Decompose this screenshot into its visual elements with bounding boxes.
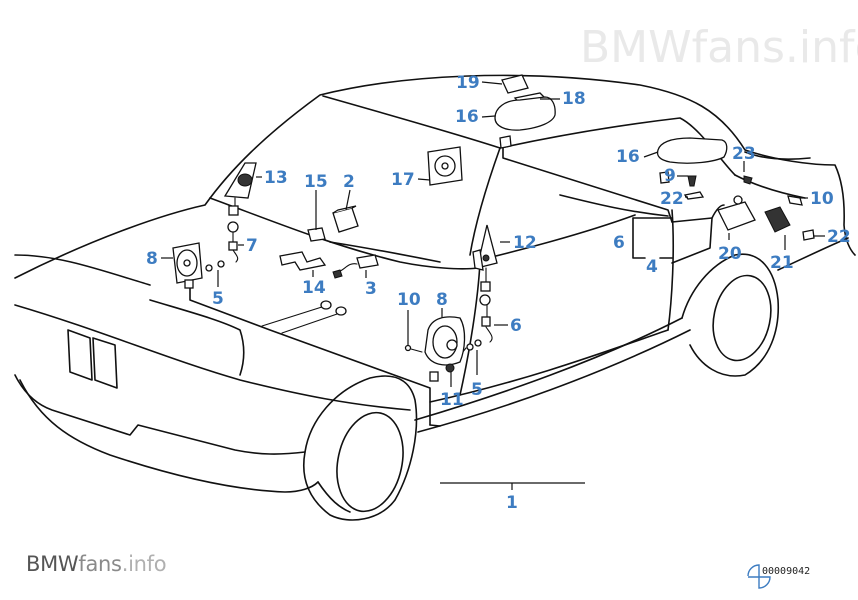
- callout-1[interactable]: 1: [506, 493, 518, 513]
- callout-18[interactable]: 18: [562, 89, 586, 109]
- callout-5[interactable]: 5: [212, 289, 224, 309]
- callout-labels: 19 18 16 16 13 15 2 17 8 7 14 3 5 23 9 2…: [146, 73, 851, 513]
- part-rear-shelf-speaker: [656, 137, 728, 200]
- callout-22[interactable]: 22: [660, 189, 684, 209]
- watermark-bottom: BMWfans.info: [26, 552, 167, 576]
- part-speaker-8-right: [404, 316, 466, 382]
- part-bracket-14: [279, 251, 327, 271]
- part-tweeter-13: [205, 162, 257, 272]
- car-body-outline: [14, 74, 856, 521]
- callout-5[interactable]: 5: [471, 380, 483, 400]
- watermark-info: .info: [121, 552, 167, 576]
- callout-23[interactable]: 23: [732, 144, 756, 164]
- part-speaker-grilles-roof: [494, 74, 556, 149]
- callout-4[interactable]: 4: [646, 257, 658, 277]
- callout-3[interactable]: 3: [365, 279, 377, 299]
- callout-10[interactable]: 10: [397, 290, 421, 310]
- leader-lines: [161, 81, 825, 490]
- callout-10[interactable]: 10: [810, 189, 834, 209]
- callout-2[interactable]: 2: [343, 172, 355, 192]
- part-connector-15: [307, 227, 326, 242]
- watermark-top: BMWfans.info: [580, 22, 858, 73]
- callout-13[interactable]: 13: [264, 168, 288, 188]
- callout-7[interactable]: 7: [246, 236, 258, 256]
- callout-11[interactable]: 11: [440, 390, 464, 410]
- callout-14[interactable]: 14: [302, 278, 326, 298]
- part-speaker-17: [427, 146, 463, 186]
- callout-22[interactable]: 22: [827, 227, 851, 247]
- callout-8[interactable]: 8: [146, 249, 158, 269]
- callout-19[interactable]: 19: [456, 73, 480, 93]
- callout-6[interactable]: 6: [613, 233, 625, 253]
- part-plug-3: [332, 254, 379, 279]
- callout-6[interactable]: 6: [510, 316, 522, 336]
- callout-16[interactable]: 16: [616, 147, 640, 167]
- callout-21[interactable]: 21: [770, 253, 794, 273]
- callout-20[interactable]: 20: [718, 244, 742, 264]
- diagram-id-number: 00009042: [762, 566, 811, 577]
- callout-17[interactable]: 17: [391, 170, 415, 190]
- part-amplifier: [717, 175, 815, 241]
- watermark-brand: BMW: [26, 552, 79, 576]
- callout-9[interactable]: 9: [664, 166, 676, 186]
- callout-15[interactable]: 15: [304, 172, 328, 192]
- callout-16[interactable]: 16: [455, 107, 479, 127]
- watermark-fans: fans: [78, 552, 122, 576]
- diagram-id-logo-icon: [747, 564, 771, 589]
- wiring-harness: [189, 139, 725, 427]
- part-tweeter-12: [457, 224, 498, 359]
- callout-12[interactable]: 12: [513, 233, 537, 253]
- part-speaker-8-left: [172, 242, 203, 289]
- callout-8[interactable]: 8: [436, 290, 448, 310]
